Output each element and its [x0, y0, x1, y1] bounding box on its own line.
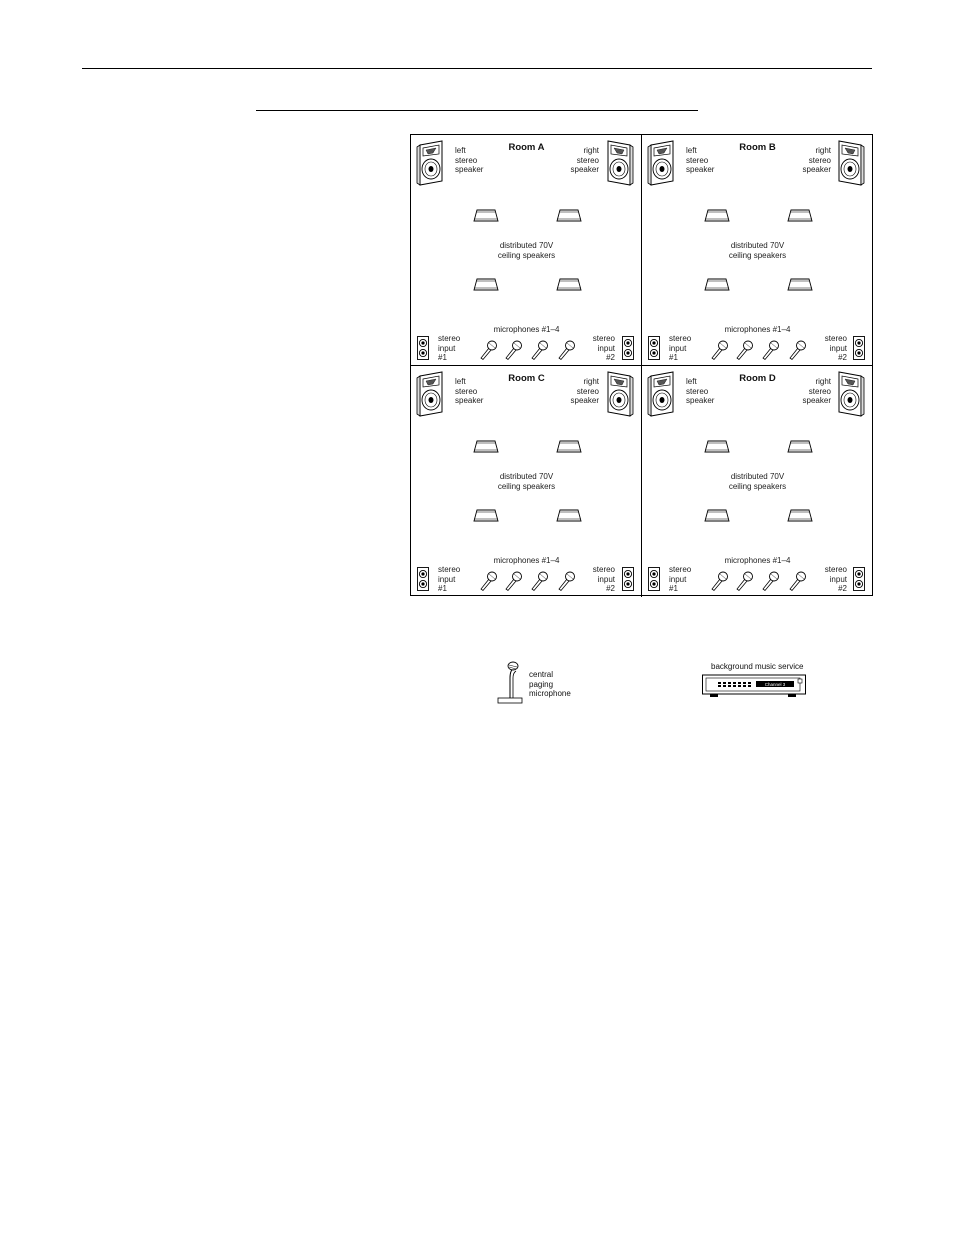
- stereo-input-1-icon: [417, 567, 429, 591]
- stereo-input-1-label: stereo input #1: [669, 334, 692, 362]
- stereo-input-2-icon: [853, 567, 865, 591]
- stereo-input-2-icon: [622, 336, 634, 360]
- stereo-input-2-label: stereo input #2: [592, 565, 615, 593]
- ceiling-speakers-label: distributed 70V ceiling speakers: [497, 472, 556, 491]
- ceiling-speaker-icon: [473, 209, 499, 222]
- room-name: Room B: [739, 142, 776, 153]
- stereo-input-2-icon: [622, 567, 634, 591]
- stereo-input-2-label: stereo input #2: [824, 334, 847, 362]
- right-stereo-speaker-icon: [838, 371, 865, 417]
- handheld-microphone-icon: [505, 571, 522, 592]
- handheld-microphone-icon: [558, 340, 575, 361]
- stereo-input-1-icon: [648, 336, 660, 360]
- ceiling-speakers-label: distributed 70V ceiling speakers: [728, 241, 787, 260]
- ceiling-speaker-icon: [704, 509, 730, 522]
- bgm-display-text: Channel 3: [765, 682, 786, 687]
- right-stereo-speaker-icon: [838, 140, 865, 186]
- handheld-microphone-icon: [789, 571, 806, 592]
- right-stereo-speaker-icon: [607, 140, 634, 186]
- handheld-microphone-icon: [762, 571, 779, 592]
- microphones-label: microphones #1–4: [493, 325, 560, 334]
- ceiling-speaker-icon: [473, 440, 499, 453]
- room-name: Room A: [508, 142, 545, 153]
- bgm-service-label: background music service: [711, 662, 804, 671]
- ceiling-speaker-icon: [787, 209, 813, 222]
- page-header-rule: [82, 68, 872, 69]
- paging-microphone-label: central paging microphone: [529, 670, 571, 698]
- stereo-input-2-label: stereo input #2: [592, 334, 615, 362]
- ceiling-speaker-icon: [704, 209, 730, 222]
- figure-title-rule: [256, 110, 698, 111]
- right-speaker-label: right stereo speaker: [570, 146, 599, 174]
- ceiling-speaker-icon: [473, 278, 499, 291]
- handheld-microphone-icon: [736, 571, 753, 592]
- ceiling-speaker-icon: [787, 278, 813, 291]
- right-speaker-label: right stereo speaker: [802, 146, 831, 174]
- handheld-microphone-icon: [531, 340, 548, 361]
- ceiling-speaker-icon: [473, 509, 499, 522]
- handheld-microphone-icon: [480, 340, 497, 361]
- stereo-input-1-icon: [417, 336, 429, 360]
- ceiling-speaker-icon: [704, 278, 730, 291]
- microphones-label: microphones #1–4: [724, 325, 791, 334]
- stereo-input-2-icon: [853, 336, 865, 360]
- room-c: Room C left stereo speaker right stereo sp…: [411, 366, 642, 597]
- ceiling-speaker-icon: [556, 440, 582, 453]
- handheld-microphone-icon: [531, 571, 548, 592]
- right-stereo-speaker-icon: [607, 371, 634, 417]
- ceiling-speaker-icon: [556, 209, 582, 222]
- right-speaker-label: right stereo speaker: [802, 377, 831, 405]
- room-d: Room D left stereo speaker right stereo sp…: [642, 366, 873, 597]
- handheld-microphone-icon: [789, 340, 806, 361]
- paging-microphone-icon: [497, 661, 523, 704]
- room-b: Room B left stereo speaker right stereo sp…: [642, 135, 873, 366]
- rooms-grid: Room A left stereo speaker right stereo sp…: [410, 134, 873, 597]
- room-name: Room C: [508, 373, 545, 384]
- ceiling-speakers-label: distributed 70V ceiling speakers: [728, 472, 787, 491]
- handheld-microphone-icon: [711, 340, 728, 361]
- room-name: Room D: [739, 373, 776, 384]
- ceiling-speaker-icon: [787, 440, 813, 453]
- handheld-microphone-icon: [480, 571, 497, 592]
- stereo-input-1-label: stereo input #1: [669, 565, 692, 593]
- left-stereo-speaker-icon: [416, 371, 443, 417]
- left-speaker-label: left stereo speaker: [455, 377, 484, 405]
- left-stereo-speaker-icon: [416, 140, 443, 186]
- left-speaker-label: left stereo speaker: [686, 146, 715, 174]
- left-stereo-speaker-icon: [647, 140, 674, 186]
- stereo-input-1-label: stereo input #1: [438, 334, 461, 362]
- right-speaker-label: right stereo speaker: [570, 377, 599, 405]
- room-a: Room A left stereo speaker right stereo sp…: [411, 135, 642, 366]
- bgm-receiver-icon: Channel 3: [702, 674, 806, 697]
- microphones-label: microphones #1–4: [493, 556, 560, 565]
- left-speaker-label: left stereo speaker: [686, 377, 715, 405]
- stereo-input-1-icon: [648, 567, 660, 591]
- stereo-input-1-label: stereo input #1: [438, 565, 461, 593]
- microphones-label: microphones #1–4: [724, 556, 791, 565]
- ceiling-speaker-icon: [704, 440, 730, 453]
- stereo-input-2-label: stereo input #2: [824, 565, 847, 593]
- handheld-microphone-icon: [505, 340, 522, 361]
- left-stereo-speaker-icon: [647, 371, 674, 417]
- ceiling-speakers-label: distributed 70V ceiling speakers: [497, 241, 556, 260]
- handheld-microphone-icon: [762, 340, 779, 361]
- ceiling-speaker-icon: [787, 509, 813, 522]
- handheld-microphone-icon: [736, 340, 753, 361]
- handheld-microphone-icon: [711, 571, 728, 592]
- left-speaker-label: left stereo speaker: [455, 146, 484, 174]
- handheld-microphone-icon: [558, 571, 575, 592]
- ceiling-speaker-icon: [556, 278, 582, 291]
- ceiling-speaker-icon: [556, 509, 582, 522]
